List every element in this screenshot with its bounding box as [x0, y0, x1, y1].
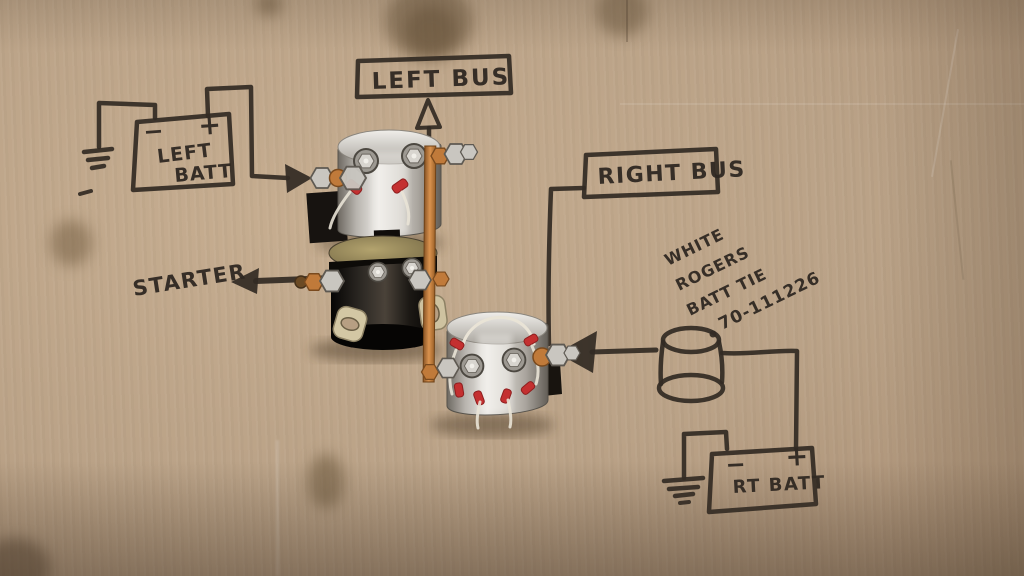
rt-batt-ground-wire — [681, 429, 730, 481]
crease-top — [626, 0, 628, 42]
left-batt-minus: − — [142, 117, 164, 146]
rt-batt-box — [706, 445, 819, 515]
left-batt-ground-wire — [96, 100, 158, 150]
stain-top-center-2 — [404, 6, 458, 56]
stain-bottom — [308, 454, 344, 508]
left-batt-positive-wire — [204, 84, 291, 181]
solenoid-top — [306, 129, 442, 244]
marker-drawing: LEFT BUS RIGHT BUS − + LEFT BATT — [78, 53, 826, 515]
cylinder-symbol — [656, 325, 726, 404]
left-bus-label: LEFT BUS — [371, 64, 510, 95]
left-batt-box — [130, 111, 236, 193]
crease-horizontal — [620, 103, 1024, 105]
wire-arrow-to-cylinder — [589, 347, 659, 355]
right-bus-wire — [546, 185, 587, 347]
mount-flange-left — [332, 305, 368, 343]
solenoid-assembly — [294, 129, 581, 437]
crease-bottom — [276, 440, 279, 576]
stain-left — [50, 220, 92, 266]
shadow-bottom-solenoid — [430, 413, 554, 437]
stain-top-center — [385, 0, 473, 60]
arrow-icon-starter — [231, 268, 259, 294]
rt-batt-plus: + — [785, 441, 809, 473]
ground-icon-left — [78, 146, 115, 196]
solenoid-bottom — [446, 311, 562, 430]
left-batt-label-2: BATT — [174, 160, 234, 187]
rt-batt-minus: − — [725, 450, 747, 479]
copper-strap — [422, 145, 437, 383]
stain-top-small — [256, 0, 282, 16]
terminal-hardware — [294, 143, 581, 381]
cylinder-to-rt-batt-wire — [719, 348, 800, 452]
left-bus-box — [354, 53, 514, 100]
right-bus-box — [581, 146, 721, 200]
arrow-icon-to-left-solenoid — [285, 164, 312, 193]
ground-icon-right — [661, 475, 706, 505]
rt-batt-label: RT BATT — [732, 472, 826, 498]
left-bus-arrow-icon — [415, 98, 442, 130]
